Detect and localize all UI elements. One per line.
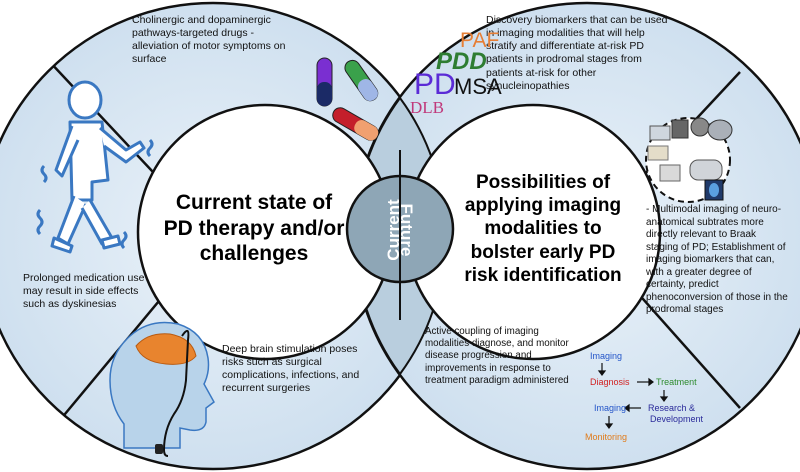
flow-arrows bbox=[597, 363, 669, 429]
label-paf: PAF bbox=[460, 29, 500, 52]
left-middle-text: Prolonged medication use may result in s… bbox=[23, 272, 145, 311]
label-msa: MSA bbox=[454, 74, 502, 99]
imaging-devices-icon bbox=[645, 117, 733, 203]
dbs-head-icon bbox=[109, 321, 215, 457]
right-middle-text: - Multimodal imaging of neuro-anatomical… bbox=[646, 204, 788, 315]
pills-icon bbox=[316, 57, 379, 141]
flow-imaging-1: Imaging bbox=[590, 351, 623, 361]
right-top-text: Discovery biomarkers that can be used in… bbox=[486, 14, 668, 92]
flow-development: Development bbox=[650, 414, 704, 424]
left-bottom-text: Deep brain stimulation poses risks such … bbox=[222, 343, 360, 395]
flow-diagnosis: Diagnosis bbox=[590, 377, 630, 387]
label-pdd: PDD bbox=[436, 48, 487, 75]
left-center-title: Current state of PD therapy and/or chall… bbox=[163, 191, 345, 266]
label-pd: PD bbox=[414, 68, 456, 101]
label-dlb: DLB bbox=[410, 98, 444, 117]
flow-imaging-2: Imaging bbox=[594, 403, 627, 413]
flow-treatment: Treatment bbox=[656, 377, 697, 387]
person-tremor-icon bbox=[36, 80, 154, 254]
flow-monitoring: Monitoring bbox=[585, 432, 628, 442]
flow-research: Research & bbox=[648, 403, 696, 413]
future-label: Future bbox=[397, 203, 416, 257]
right-center-title: Possibilities of applying imaging modali… bbox=[464, 172, 622, 286]
right-bottom-text: Active coupling of imaging modalities di… bbox=[425, 326, 569, 386]
left-top-text: Cholinergic and dopaminergic pathways-ta… bbox=[132, 14, 286, 66]
